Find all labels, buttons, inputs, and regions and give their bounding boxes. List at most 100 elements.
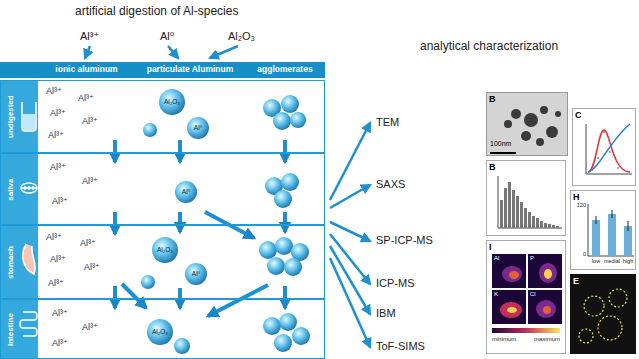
species-label: Al³⁺	[50, 162, 66, 172]
panel-text: maximum	[534, 336, 560, 343]
species-label: Al³⁺	[84, 262, 100, 272]
particle-label: Al⁰	[192, 270, 200, 277]
graphic-path	[22, 102, 36, 131]
method-name: ToF-SIMS	[376, 340, 425, 353]
graphic-path	[588, 130, 630, 172]
graphic-rect	[524, 208, 527, 228]
species-label: Al³⁺	[48, 130, 64, 140]
graphic-circle	[598, 316, 622, 340]
method-name: TEM	[376, 116, 399, 129]
result-panel: B100nm	[486, 92, 568, 156]
graphic-circle	[185, 263, 207, 285]
graphic-circle	[521, 131, 531, 141]
column-header: agglomerates	[245, 62, 325, 78]
graphic-circle	[143, 123, 157, 137]
graphic-circle	[555, 111, 561, 117]
graphic-rect	[548, 224, 551, 228]
panel-text: Al	[494, 255, 499, 262]
graphic-rect	[573, 109, 636, 186]
graphic-rect	[528, 254, 562, 288]
graphic-rect	[487, 161, 566, 236]
graphic-circle	[504, 120, 512, 128]
graphic-circle	[273, 112, 291, 130]
graphic-path	[122, 284, 146, 308]
graphic-rect	[492, 328, 560, 333]
graphic-ellipse	[509, 271, 519, 279]
stage-label: undigested	[5, 95, 14, 138]
column-title: particulate Aluminum	[147, 65, 234, 75]
graphic-rect	[544, 223, 547, 228]
graphic-rect	[532, 216, 535, 228]
particle-label: Al⁰	[182, 188, 190, 195]
graphic-g	[330, 123, 370, 347]
method-name: SP-ICP-MS	[376, 234, 433, 247]
species-label: Al₂O₃	[228, 30, 255, 43]
graphic-path	[283, 286, 287, 308]
graphic-ellipse	[500, 302, 522, 318]
graphic-path	[25, 186, 33, 190]
graphic-path	[85, 46, 90, 58]
column-title: ionic aluminum	[55, 65, 117, 75]
graphic-circle	[524, 113, 538, 127]
graphic-path	[330, 185, 370, 208]
graphic-ellipse	[544, 269, 552, 279]
panel-graphic	[572, 108, 636, 186]
graphic-path	[330, 258, 370, 347]
graphic-g	[20, 102, 37, 336]
panel-letter: E	[573, 276, 579, 286]
graphic-rect	[0, 62, 38, 78]
graphic-rect	[512, 190, 515, 228]
graphic-circle	[174, 338, 190, 354]
graphic-ellipse	[543, 306, 551, 314]
panel-text: P	[530, 255, 534, 262]
graphic-rect	[608, 214, 616, 256]
species-label: Al³⁺	[46, 86, 62, 96]
method-name: IBM	[376, 307, 396, 320]
stage-label: saliva	[6, 178, 15, 200]
panel-letter: I	[489, 242, 492, 252]
graphic-rect	[520, 202, 523, 228]
graphic-rect	[492, 254, 526, 288]
column-title: agglomerates	[257, 65, 312, 75]
graphic-path	[330, 222, 370, 241]
panel-graphic	[486, 160, 566, 236]
graphic-circle	[579, 329, 593, 343]
graphic-rect	[38, 80, 325, 359]
graphic-ellipse	[507, 307, 517, 313]
species-label: Al³⁺	[80, 238, 96, 248]
graphic-rect	[487, 241, 566, 354]
graphic-rect	[504, 188, 507, 228]
graphic-rect	[508, 182, 511, 228]
particle-label: Al⁰	[194, 124, 202, 131]
graphic-circle	[603, 131, 605, 133]
result-panel: C	[572, 108, 636, 186]
graphic-ellipse	[539, 263, 557, 283]
graphic-rect	[23, 114, 35, 130]
panel-letter: C	[575, 110, 582, 120]
species-label: Al³⁺	[50, 108, 66, 118]
panel-text: 0	[583, 251, 586, 257]
graphic-circle	[292, 327, 310, 345]
graphic-path	[178, 140, 182, 162]
panel-text: high	[623, 258, 633, 264]
graphic-g	[500, 182, 559, 228]
graphic-circle	[279, 313, 297, 331]
graphic-path	[20, 312, 37, 336]
graphic-circle	[259, 241, 277, 259]
graphic-rect	[570, 274, 636, 354]
particle-label: Al₂O₃	[152, 328, 168, 335]
stage-row: saliva	[0, 153, 325, 225]
graphic-ellipse	[21, 183, 37, 193]
panel-letter: B	[489, 94, 496, 104]
graphic-rect	[487, 93, 568, 156]
graphic-path	[178, 288, 182, 308]
graphic-circle	[597, 157, 599, 159]
graphic-path	[168, 46, 178, 58]
graphic-circle	[267, 257, 285, 275]
graphic-circle	[281, 95, 299, 113]
graphic-path	[113, 286, 117, 308]
graphic-g	[115, 140, 285, 316]
result-panel: H1200lowmedialhigh	[570, 190, 636, 270]
graphic-circle	[141, 275, 155, 289]
graphic-circle	[540, 106, 548, 114]
